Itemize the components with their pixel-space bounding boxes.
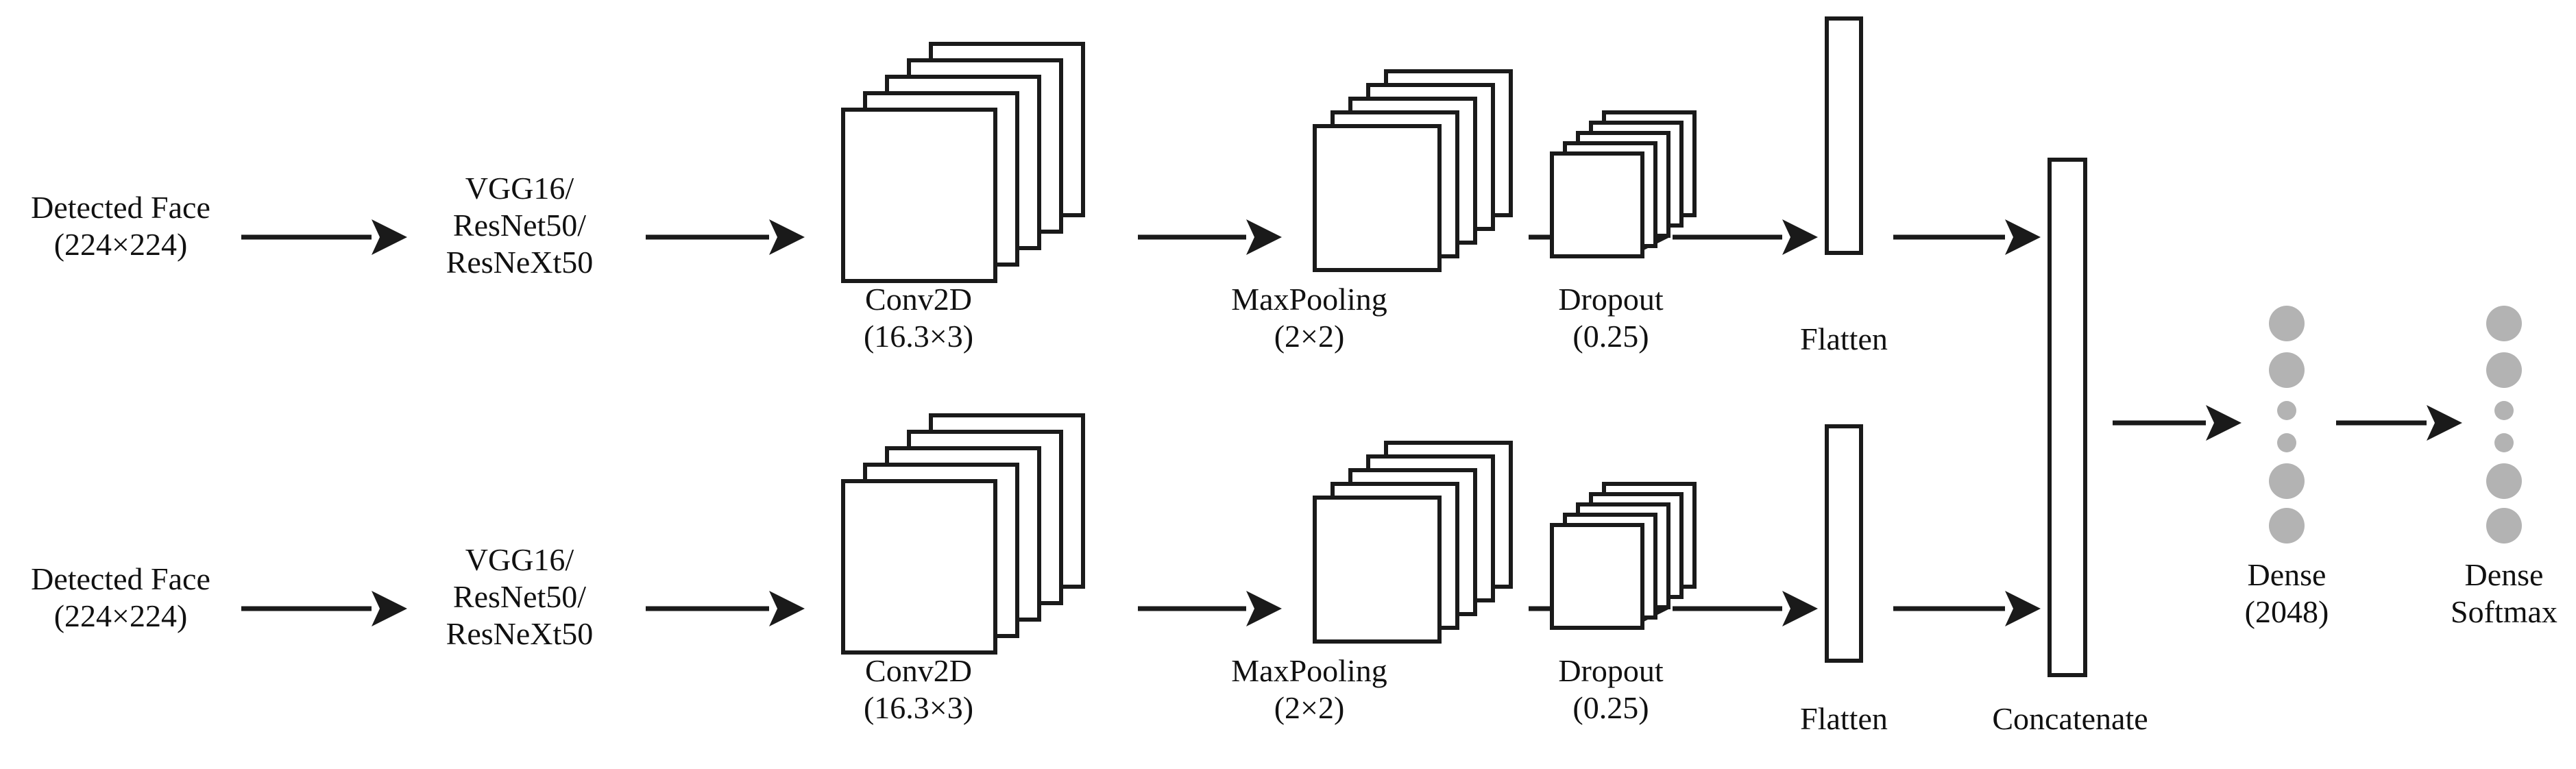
input-label-bottom-line1: Detected Face [31,561,210,596]
conv-label-bottom-line2: (16.3×3) [863,690,974,725]
dense-label-line1: Dense [2247,557,2326,592]
input-label-bottom-line2: (224×224) [53,598,188,633]
arrow-flatten-to-concat-bottom [1893,591,2041,626]
concatenate-bar [2048,158,2087,677]
softmax-label-line1: Dense [2464,557,2544,592]
flatten-bar-bottom [1825,424,1863,663]
arrow-backbone-to-conv-bottom [646,591,805,626]
arrow-input-to-backbone-top [241,219,407,255]
maxpooling-stack-bottom [1315,443,1511,642]
conv-label-bottom-line1: Conv2D [865,653,972,688]
pool-label-top-line2: (2×2) [1274,319,1345,354]
conv-label-top-line1: Conv2D [865,282,972,317]
arrow-input-to-backbone-bottom [241,591,407,626]
arrow-dropout-to-flatten-bottom [1673,591,1818,626]
dropout-label-bottom-line1: Dropout [1558,653,1664,688]
dropout-label-top-line1: Dropout [1558,282,1664,317]
conv-label-top-line2: (16.3×3) [863,319,974,354]
arrow-pool-to-dropout-bottom [1529,591,1670,626]
arrow-concat-to-dense [2113,405,2241,441]
dense-softmax-nodes [2486,306,2522,544]
dropout-stack-bottom [1552,484,1694,628]
backbone-label-top-line2: ResNet50/ [452,208,587,243]
concatenate-label: Concatenate [1992,701,2148,736]
softmax-label-line2: Softmax [2451,594,2557,629]
maxpooling-stack-top [1315,71,1511,270]
pool-label-bottom-line2: (2×2) [1274,690,1345,725]
arrow-flatten-to-concat-top [1893,219,2041,255]
arrow-dense-to-softmax [2336,405,2462,441]
backbone-label-top-line3: ResNeXt50 [446,245,594,280]
dropout-stack-top [1552,112,1694,256]
conv2d-stack-bottom [843,415,1083,652]
pool-label-top-line1: MaxPooling [1231,282,1387,317]
arrow-pool-to-dropout-top [1529,219,1670,255]
dense-label-line2: (2048) [2244,594,2329,629]
input-label-top-line1: Detected Face [31,190,210,225]
backbone-label-bottom-line1: VGG16/ [465,542,574,577]
input-label-top-line2: (224×224) [53,227,188,262]
arrow-conv-to-pool-top [1138,219,1282,255]
pool-label-bottom-line1: MaxPooling [1231,653,1387,688]
arrow-conv-to-pool-bottom [1138,591,1282,626]
arrow-dropout-to-flatten-top [1673,219,1818,255]
backbone-label-top-line1: VGG16/ [465,171,574,206]
flatten-label-bottom: Flatten [1800,701,1888,736]
flatten-label-top: Flatten [1800,321,1888,356]
dropout-label-top-line2: (0.25) [1572,319,1649,354]
conv2d-stack-top [843,44,1083,281]
dense-2048-nodes [2269,306,2305,544]
arrow-backbone-to-conv-top [646,219,805,255]
backbone-label-bottom-line2: ResNet50/ [452,579,587,614]
dropout-label-bottom-line2: (0.25) [1572,690,1649,725]
flatten-bar-top [1825,16,1863,255]
backbone-label-bottom-line3: ResNeXt50 [446,616,594,651]
